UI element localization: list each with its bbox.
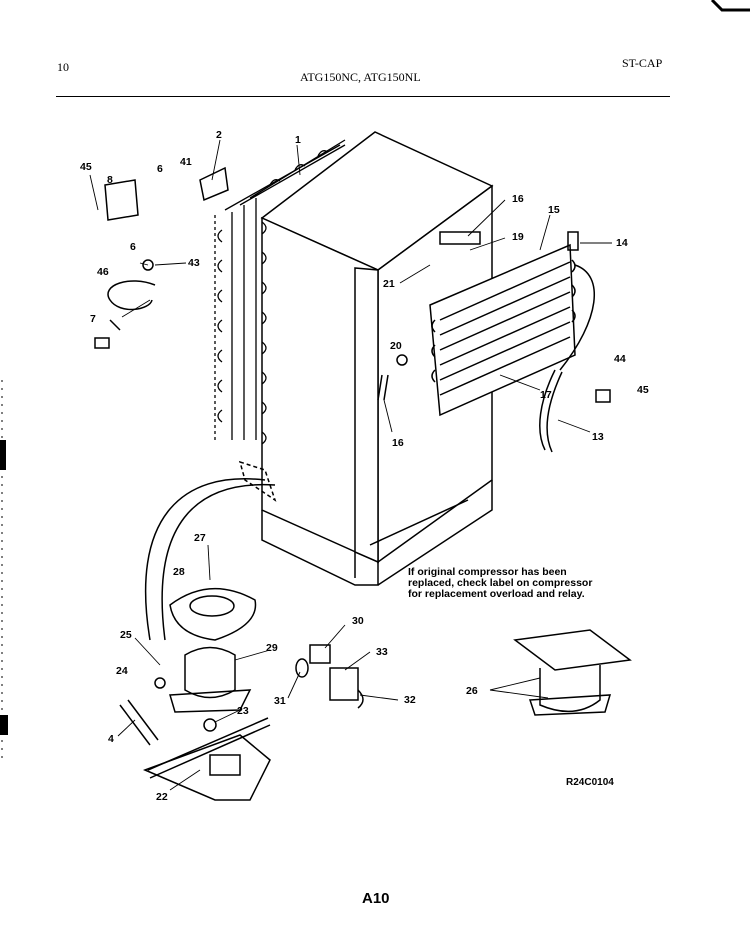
part-label-45b: 45: [637, 384, 649, 396]
page-number: 10: [57, 60, 69, 74]
back-coil: [214, 139, 346, 445]
part-label-4: 4: [108, 733, 114, 745]
thermostat-18: [439, 231, 481, 245]
part-label-32: 32: [404, 694, 416, 706]
bracket-2: [199, 166, 229, 202]
compressor: [169, 646, 252, 713]
part-label-28: 28: [173, 566, 185, 578]
power-cord: [107, 280, 156, 311]
part-label-17: 17: [540, 389, 552, 401]
part-label-23: 23: [237, 705, 249, 717]
header-rule: [56, 96, 670, 97]
leader-lines: [89, 139, 612, 791]
part-label-26: 26: [466, 685, 478, 697]
page-id: A10: [362, 890, 390, 907]
part-label-44: 44: [614, 353, 626, 365]
part-label-29: 29: [266, 642, 278, 654]
part-label-41: 41: [180, 156, 192, 168]
evaporator: [429, 243, 596, 417]
part-label-33: 33: [376, 646, 388, 658]
part-label-13: 13: [592, 431, 604, 443]
part-label-16b: 16: [392, 437, 404, 449]
clip-31: [295, 658, 309, 678]
part-label-7: 7: [90, 313, 96, 325]
compressor-replacement-note: If original compressor has been replaced…: [408, 566, 593, 600]
part-label-16a: 16: [512, 193, 524, 205]
drawing-code: R24C0104: [566, 777, 614, 788]
grommet-24: [154, 677, 166, 689]
drier: [119, 699, 159, 746]
drain-hose: [539, 369, 563, 453]
part-label-1: 1: [295, 134, 301, 146]
part-label-8: 8: [107, 174, 113, 186]
part-16: [377, 374, 389, 401]
base-plate: [142, 717, 271, 801]
part-14: [567, 231, 579, 251]
replacement-compressor: [513, 629, 632, 716]
part-label-25: 25: [120, 629, 132, 641]
scan-edge-marks: [0, 380, 8, 760]
part-label-6b: 6: [130, 241, 136, 253]
part-label-15: 15: [548, 204, 560, 216]
part-label-22: 22: [156, 791, 168, 803]
page-border-corner: [710, 0, 750, 12]
part-label-27: 27: [194, 532, 206, 544]
drain-tube: [145, 478, 276, 641]
part-label-43: 43: [188, 257, 200, 269]
grommet-23: [203, 718, 217, 732]
model-numbers: ATG150NC, ATG150NL: [300, 70, 421, 84]
part-label-14: 14: [616, 237, 628, 249]
relay-30: [309, 644, 331, 664]
part-label-31: 31: [274, 695, 286, 707]
section-code: ST-CAP: [622, 56, 663, 70]
drain-pan: [169, 588, 257, 641]
part-label-45a: 45: [80, 161, 92, 173]
overload-33: [329, 667, 359, 701]
part-label-24: 24: [116, 665, 128, 677]
bracket-8: [104, 179, 139, 221]
part-label-2: 2: [216, 129, 222, 141]
part-label-20: 20: [390, 340, 402, 352]
part-20: [396, 354, 408, 366]
part-label-21: 21: [383, 278, 395, 290]
part-label-30: 30: [352, 615, 364, 627]
part-44: [595, 389, 611, 403]
part-label-6a: 6: [157, 163, 163, 175]
part-label-46: 46: [97, 266, 109, 278]
plug: [94, 337, 110, 349]
cabinet: [260, 131, 494, 586]
part-43: [142, 259, 154, 271]
part-label-19: 19: [512, 231, 524, 243]
